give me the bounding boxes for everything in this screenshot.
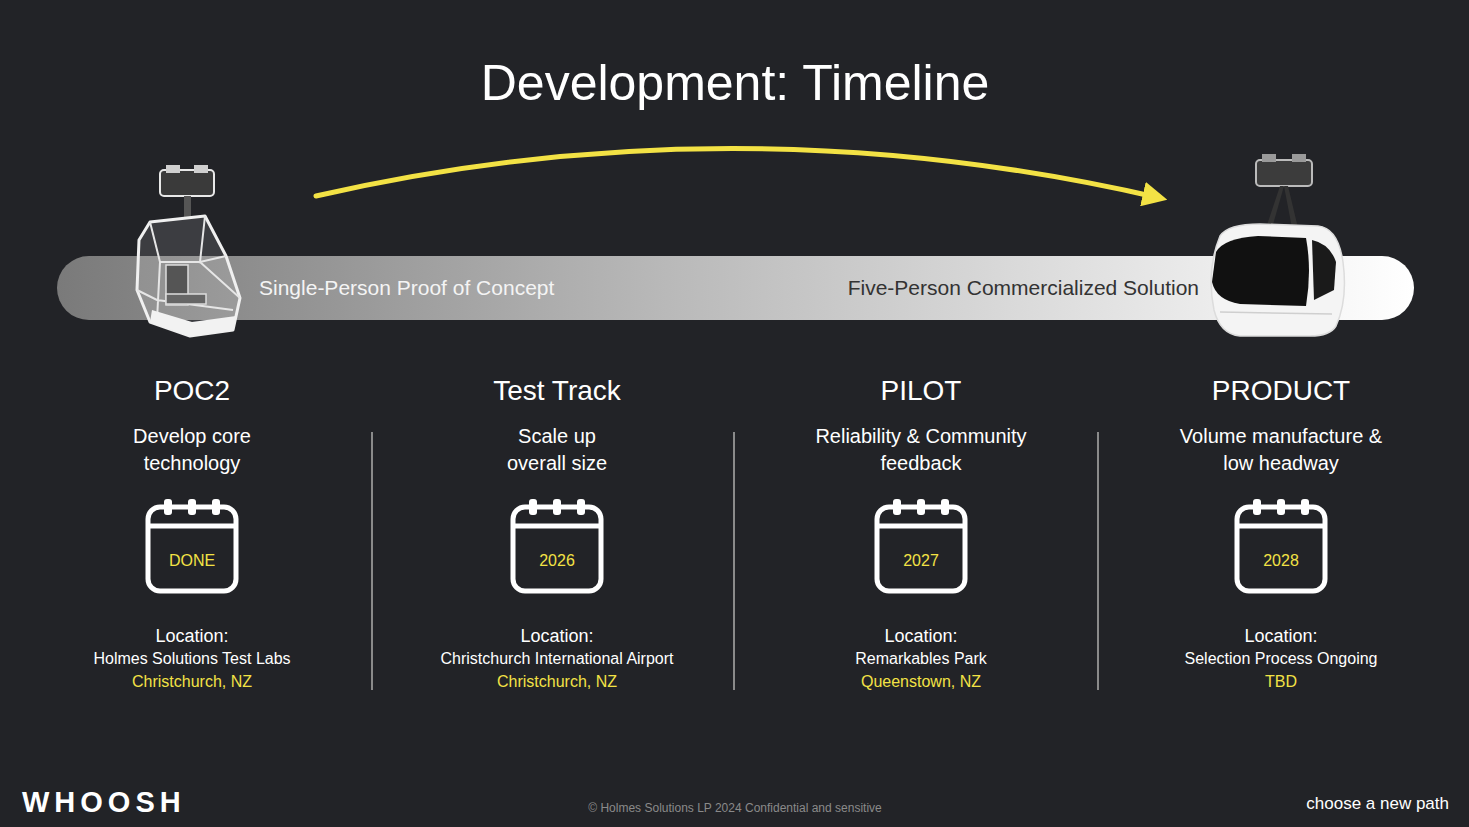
slide-title: Development: Timeline <box>481 54 990 112</box>
calendar-date: DONE <box>169 552 215 570</box>
location-city: TBD <box>1265 673 1297 691</box>
calendar-date: 2027 <box>903 552 939 570</box>
band-label: Single-Person Proof of Concept <box>259 276 554 300</box>
column-divider <box>371 432 373 690</box>
location-site: Remarkables Park <box>855 650 987 668</box>
calendar-icon: 2028 <box>1233 497 1329 597</box>
stage-heading: Test Track <box>493 375 621 407</box>
stage-goal: Volume manufacture & low headway <box>1171 423 1391 477</box>
calendar-outline <box>873 497 969 597</box>
location-city: Queenstown, NZ <box>861 673 981 691</box>
progress-arrow <box>316 148 1160 198</box>
stage-heading: POC2 <box>154 375 230 407</box>
calendar-date: 2028 <box>1263 552 1299 570</box>
location-caption: Location: <box>884 626 957 647</box>
location-city: Christchurch, NZ <box>497 673 617 691</box>
band-label: Five-Person Commercialized Solution <box>848 276 1199 300</box>
location-site: Selection Process Ongoing <box>1185 650 1378 668</box>
location-caption: Location: <box>155 626 228 647</box>
stage-goal: Develop core technology <box>117 423 267 477</box>
location-caption: Location: <box>1244 626 1317 647</box>
brand-logo: WHOOSH <box>22 786 186 819</box>
column-divider <box>1097 432 1099 690</box>
copyright-note: © Holmes Solutions LP 2024 Confidential … <box>588 801 881 815</box>
stage-goal: Reliability & Community feedback <box>811 423 1031 477</box>
location-site: Christchurch International Airport <box>441 650 674 668</box>
calendar-icon: 2026 <box>509 497 605 597</box>
calendar-outline <box>1233 497 1329 597</box>
location-city: Christchurch, NZ <box>132 673 252 691</box>
calendar-outline <box>144 497 240 597</box>
column-divider <box>733 432 735 690</box>
stage-heading: PILOT <box>881 375 962 407</box>
nav-link: choose a new path <box>1306 794 1449 814</box>
calendar-outline <box>509 497 605 597</box>
location-caption: Location: <box>520 626 593 647</box>
timeline-band: Single-Person Proof of Concept Five-Perso… <box>57 256 1414 320</box>
stage-heading: PRODUCT <box>1212 375 1350 407</box>
stage-goal: Scale up overall size <box>492 423 622 477</box>
calendar-icon: 2027 <box>873 497 969 597</box>
calendar-icon: DONE <box>144 497 240 597</box>
location-site: Holmes Solutions Test Labs <box>93 650 290 668</box>
calendar-date: 2026 <box>539 552 575 570</box>
